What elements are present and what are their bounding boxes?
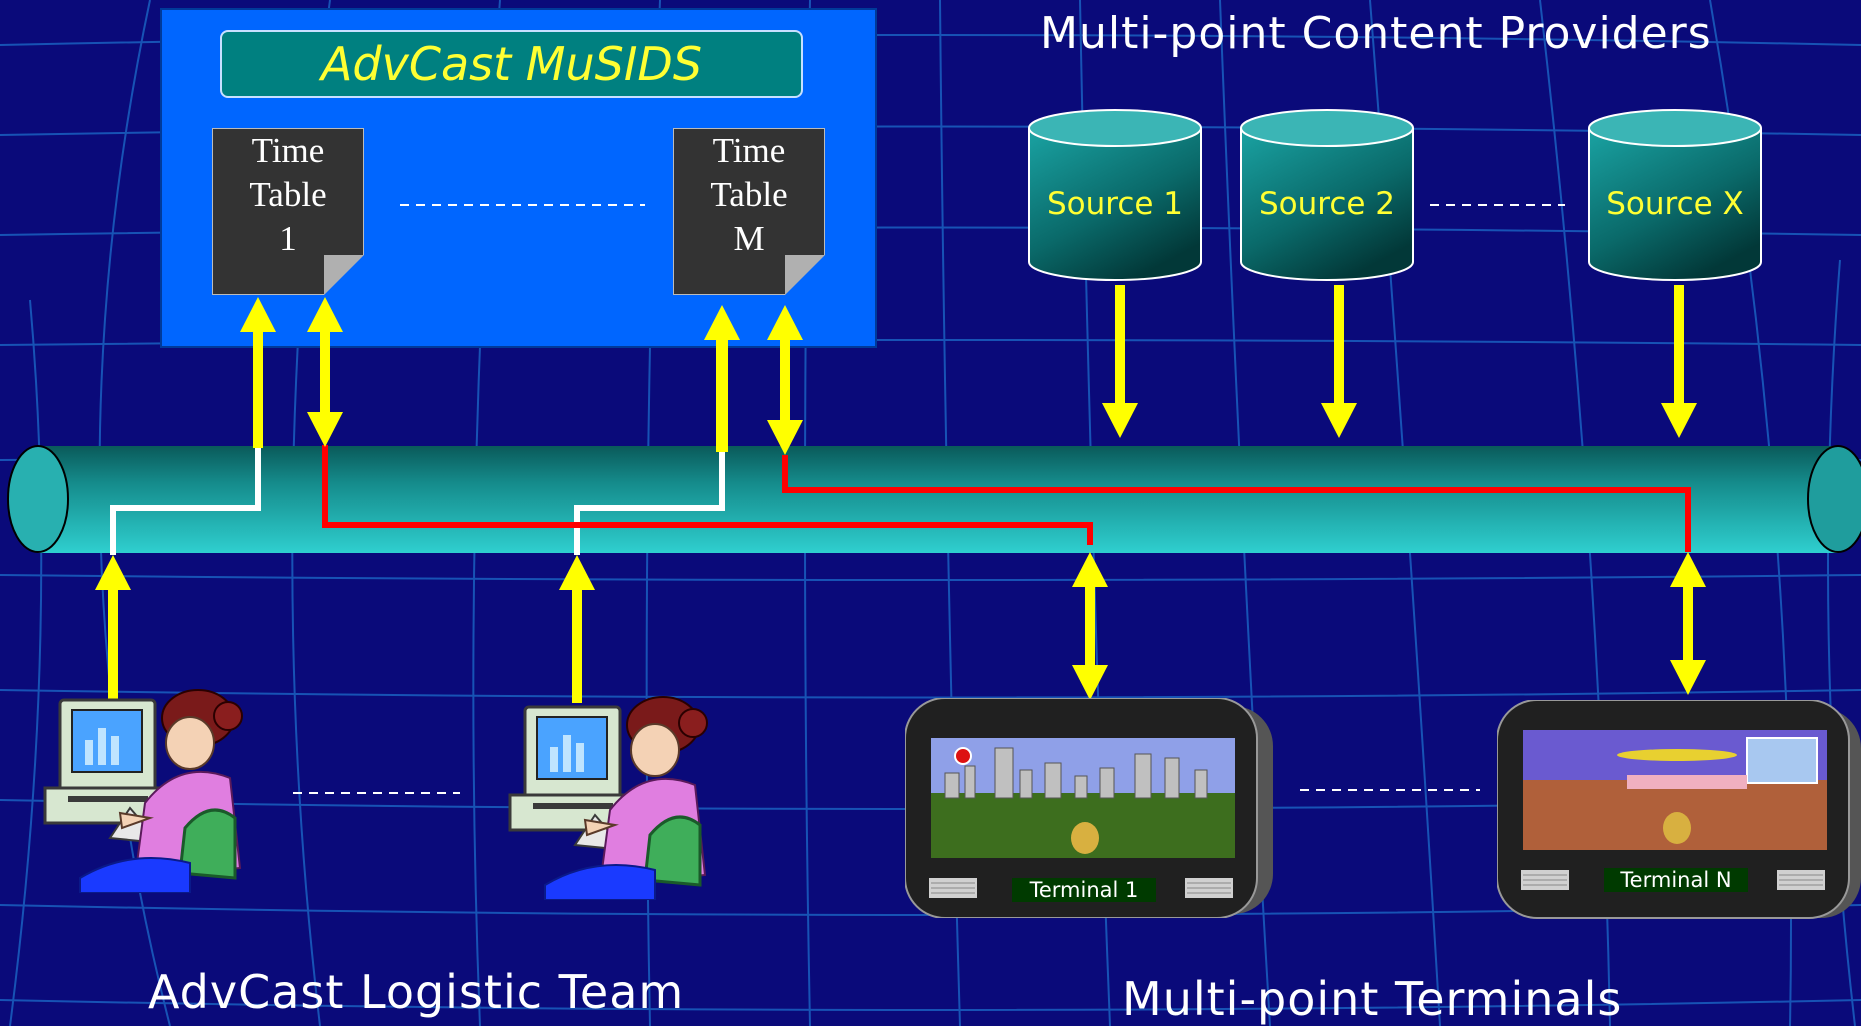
terminal-device-icon: [905, 698, 1273, 918]
workstation-operator-icon: [508, 696, 708, 900]
page-fold-icon: [324, 255, 364, 295]
terminal-1-label: Terminal 1: [1012, 878, 1156, 902]
source-1-label: Source 1: [1046, 186, 1184, 222]
logistic-team-heading: AdvCast Logistic Team: [148, 965, 685, 1019]
timetable-1: Time Table 1: [212, 128, 364, 295]
timetable-1-line-3: 1: [279, 219, 297, 258]
musids-title: AdvCast MuSIDS: [220, 30, 803, 98]
terminal-device-icon: [1497, 700, 1861, 919]
database-icon: [1240, 109, 1414, 281]
database-icon: [1588, 109, 1762, 281]
source-x-label: Source X: [1606, 186, 1744, 222]
workstation-operator-icon: [43, 689, 243, 893]
timetable-1-line-1: Time: [251, 131, 325, 170]
database-icon: [1028, 109, 1202, 281]
page-fold-icon: [785, 255, 825, 295]
source-2-label: Source 2: [1258, 186, 1396, 222]
timetable-m: Time Table M: [673, 128, 825, 295]
terminals-heading: Multi-point Terminals: [1122, 972, 1623, 1026]
providers-heading: Multi-point Content Providers: [1040, 8, 1712, 59]
timetable-m-line-2: Table: [710, 175, 788, 214]
terminal-n-label: Terminal N: [1604, 868, 1748, 892]
timetable-m-line-3: M: [733, 219, 765, 258]
timetable-1-line-2: Table: [249, 175, 327, 214]
timetable-m-line-1: Time: [712, 131, 786, 170]
